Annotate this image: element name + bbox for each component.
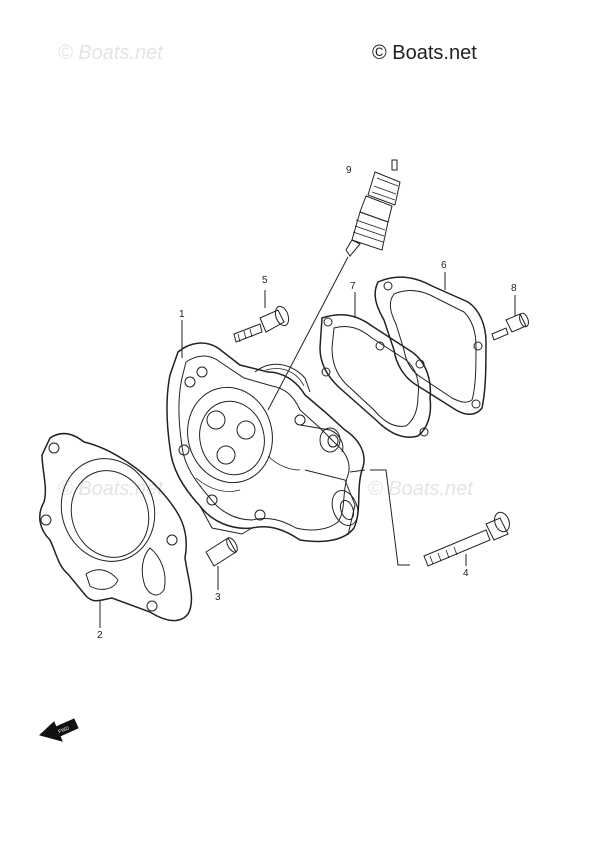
callout-5: 5 xyxy=(262,275,268,286)
callout-9: 9 xyxy=(346,165,352,176)
cylinder-head[interactable] xyxy=(166,342,365,543)
leader-lines xyxy=(99,256,516,628)
dowel-pin[interactable] xyxy=(205,536,239,567)
callout-3: 3 xyxy=(215,592,221,603)
watermark-middle-left: © Boats.net xyxy=(58,478,163,500)
bolt-upper[interactable] xyxy=(233,305,291,343)
fwd-label: FWD xyxy=(58,725,71,735)
copyright-label: © Boats.net xyxy=(372,42,477,64)
spark-plug[interactable] xyxy=(345,159,401,257)
callout-6: 6 xyxy=(441,260,447,271)
callout-8: 8 xyxy=(511,283,517,294)
callout-4: 4 xyxy=(463,568,469,579)
exhaust-gasket-rear[interactable] xyxy=(374,276,487,415)
bolt-small[interactable] xyxy=(491,312,530,341)
exhaust-gasket[interactable] xyxy=(319,313,432,438)
callout-7: 7 xyxy=(350,281,356,292)
watermark-middle-right: © Boats.net xyxy=(368,478,473,500)
forward-arrow-icon: FWD xyxy=(39,718,79,742)
callout-1: 1 xyxy=(179,309,185,320)
watermark-top-left: © Boats.net xyxy=(58,42,163,64)
head-gasket[interactable] xyxy=(38,432,193,622)
callout-2: 2 xyxy=(97,630,103,641)
bolt-long[interactable] xyxy=(423,510,512,567)
